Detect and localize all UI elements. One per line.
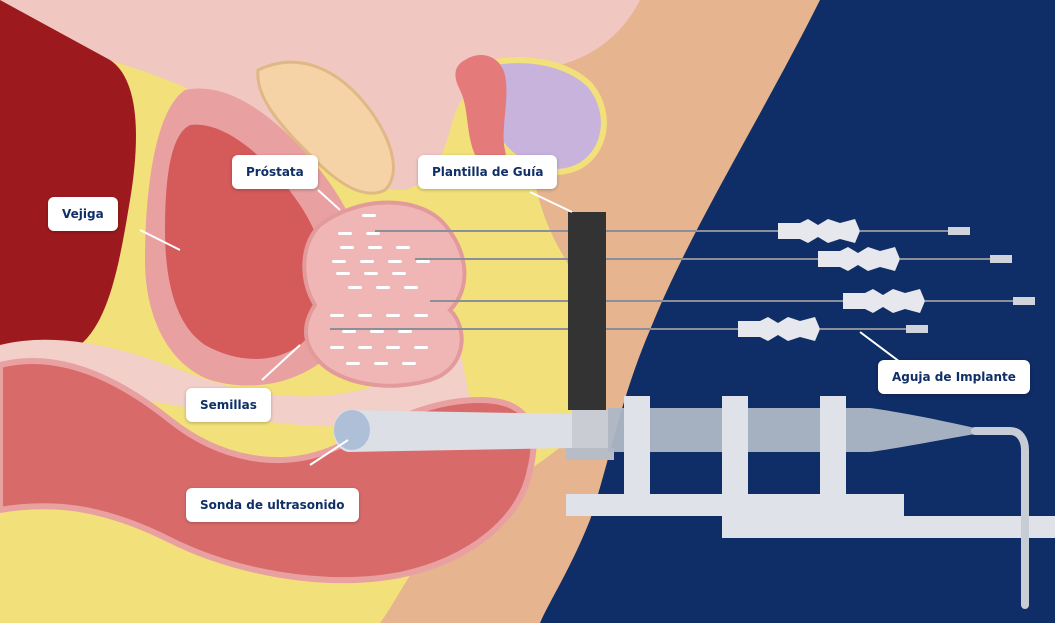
seed-icon xyxy=(342,330,356,333)
seed-icon xyxy=(386,346,400,349)
label-aguja: Aguja de Implante xyxy=(878,360,1030,394)
seed-icon xyxy=(398,330,412,333)
seed-icon xyxy=(388,260,402,263)
seed-icon xyxy=(362,214,376,217)
label-semillas: Semillas xyxy=(186,388,271,422)
seed-icon xyxy=(332,260,346,263)
seed-icon xyxy=(376,286,390,289)
seed-icon xyxy=(368,246,382,249)
seed-icon xyxy=(348,286,362,289)
seed-icon xyxy=(338,232,352,235)
label-vejiga: Vejiga xyxy=(48,197,118,231)
seed-icon xyxy=(414,346,428,349)
seed-icon xyxy=(358,314,372,317)
label-prostata: Próstata xyxy=(232,155,318,189)
seed-icon xyxy=(386,314,400,317)
label-sonda: Sonda de ultrasonido xyxy=(186,488,359,522)
seed-icon xyxy=(340,246,354,249)
seed-icon xyxy=(374,362,388,365)
seed-icon xyxy=(370,330,384,333)
prostate xyxy=(304,203,464,386)
seed-icon xyxy=(364,272,378,275)
seed-icon xyxy=(392,272,406,275)
seed-icon xyxy=(366,232,380,235)
seed-icon xyxy=(404,286,418,289)
seed-icon xyxy=(416,260,430,263)
label-plantilla: Plantilla de Guía xyxy=(418,155,557,189)
guide-template xyxy=(568,212,606,410)
seed-icon xyxy=(402,362,416,365)
seed-icon xyxy=(336,272,350,275)
seed-icon xyxy=(360,260,374,263)
seed-icon xyxy=(330,314,344,317)
seed-icon xyxy=(358,346,372,349)
seed-icon xyxy=(346,362,360,365)
seed-icon xyxy=(330,346,344,349)
seed-icon xyxy=(396,246,410,249)
seed-icon xyxy=(414,314,428,317)
